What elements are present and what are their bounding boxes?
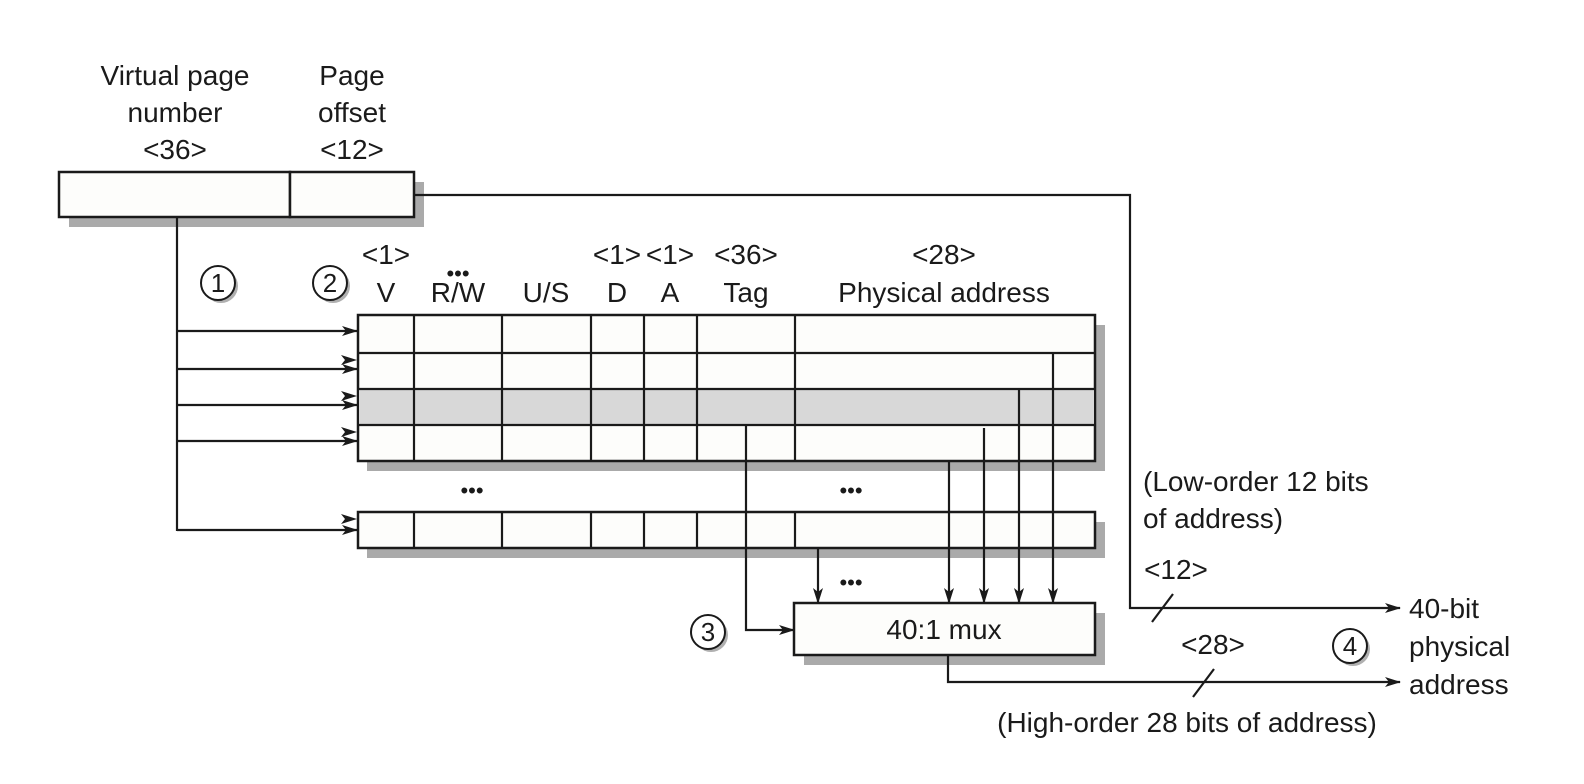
step-4: 4 bbox=[1332, 628, 1370, 666]
step-circle bbox=[1332, 628, 1368, 664]
step-circle bbox=[690, 614, 726, 650]
physical-address-lines bbox=[813, 353, 1058, 604]
step-number: 3 bbox=[701, 617, 715, 647]
high-order-line bbox=[946, 655, 1401, 687]
vpn-label-line2: number bbox=[128, 97, 223, 128]
col-label-us: U/S bbox=[523, 277, 570, 308]
tlb-last-entry bbox=[356, 510, 1105, 558]
low-order-width: <12> bbox=[1144, 554, 1208, 585]
row-arrowhead bbox=[341, 514, 357, 524]
virtual-address-box bbox=[57, 170, 424, 227]
row-arrowhead bbox=[341, 391, 357, 401]
bus-slash-28 bbox=[1192, 668, 1215, 698]
output-label-line1: 40-bit bbox=[1409, 593, 1479, 624]
col-width-v: <1> bbox=[362, 239, 410, 270]
bus-slash-12 bbox=[1151, 593, 1174, 623]
col-width-tag: <36> bbox=[714, 239, 778, 270]
tag-match-line bbox=[744, 425, 795, 635]
high-order-width: <28> bbox=[1181, 629, 1245, 660]
step-number: 4 bbox=[1343, 631, 1357, 661]
row-arrowhead bbox=[341, 427, 357, 437]
tlb-row bbox=[356, 510, 1097, 550]
offset-field bbox=[288, 170, 416, 219]
mux-ellipsis: ••• bbox=[839, 570, 862, 595]
virtual-address-labels: Virtual page number <36> Page offset <12… bbox=[101, 60, 387, 165]
high-order-label: (High-order 28 bits of address) bbox=[997, 707, 1377, 738]
vpn-field bbox=[57, 170, 292, 219]
col-label-physical: Physical address bbox=[838, 277, 1050, 308]
col-label-d: D bbox=[607, 277, 627, 308]
low-order-label-line1: (Low-order 12 bits bbox=[1143, 466, 1369, 497]
vpn-compare-lines bbox=[175, 217, 358, 535]
mux-label: 40:1 mux bbox=[886, 614, 1001, 645]
col-width-physical: <28> bbox=[912, 239, 976, 270]
output-label-line2: physical bbox=[1409, 631, 1510, 662]
step-2: 2 bbox=[312, 265, 350, 303]
rows-ellipsis-right: ••• bbox=[839, 478, 862, 503]
step-3: 3 bbox=[690, 614, 728, 652]
vpn-label-line1: Virtual page bbox=[101, 60, 250, 91]
row-arrowhead bbox=[341, 355, 357, 365]
tlb-header: <1> V ••• R/W U/S <1> D <1> A <36> Tag <… bbox=[362, 239, 1050, 308]
col-label-v: V bbox=[377, 277, 396, 308]
output-label-line3: address bbox=[1409, 669, 1509, 700]
step-circle bbox=[200, 265, 236, 301]
offset-width: <12> bbox=[320, 134, 384, 165]
step-circle bbox=[312, 265, 348, 301]
mux: 40:1 mux bbox=[792, 601, 1105, 665]
offset-label-line2: offset bbox=[318, 97, 386, 128]
tlb-entries-block bbox=[356, 313, 1105, 471]
offset-label-line1: Page bbox=[319, 60, 384, 91]
col-label-a: A bbox=[661, 277, 680, 308]
step-1: 1 bbox=[200, 265, 238, 303]
col-label-rw: R/W bbox=[431, 277, 486, 308]
offset-route-line bbox=[414, 193, 1401, 613]
col-label-tag: Tag bbox=[723, 277, 768, 308]
vpn-width: <36> bbox=[143, 134, 207, 165]
low-order-label-line2: of address) bbox=[1143, 503, 1283, 534]
tlb-row-highlighted bbox=[359, 389, 1094, 425]
mux-box bbox=[792, 601, 1097, 657]
col-width-d: <1> bbox=[593, 239, 641, 270]
col-width-a: <1> bbox=[646, 239, 694, 270]
rows-ellipsis-left: ••• bbox=[460, 478, 483, 503]
step-number: 1 bbox=[211, 268, 225, 298]
rw-ellipsis: ••• bbox=[446, 261, 469, 286]
step-number: 2 bbox=[323, 268, 337, 298]
